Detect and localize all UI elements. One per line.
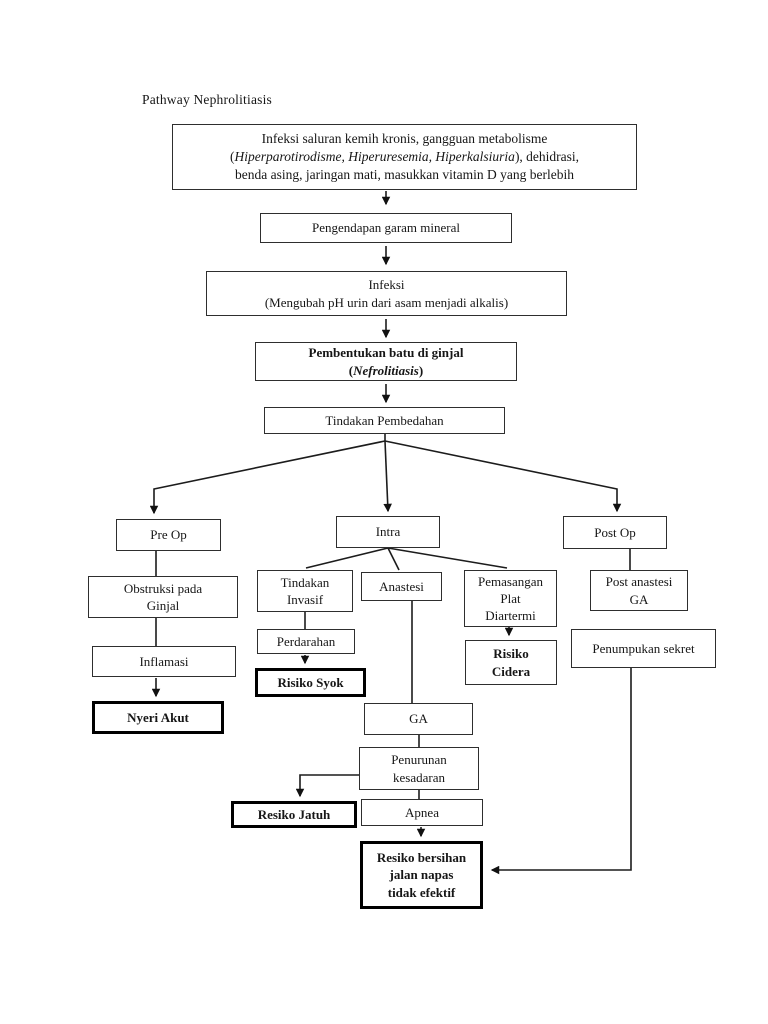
node-pengendapan-garam-mineral: Pengendapan garam mineral (260, 213, 512, 243)
connector-penurunan-jatuh (295, 774, 359, 798)
connector-intra-tindakan-invasif (305, 547, 389, 569)
node-label: Post anastesi (605, 574, 673, 590)
connector-sekret-bersihan (490, 668, 632, 875)
node-penurunan-kesadaran: Penurunan kesadaran (359, 747, 479, 790)
node-label: GA (409, 711, 428, 727)
node-tindakan-invasif: Tindakan Invasif (257, 570, 353, 612)
node-causes: Infeksi saluran kemih kronis, gangguan m… (172, 124, 637, 190)
node-penumpukan-sekret: Penumpukan sekret (571, 629, 716, 668)
page-title: Pathway Nephrolitiasis (142, 92, 273, 107)
node-obstruksi-pada-ginjal: Obstruksi pada Ginjal (88, 576, 238, 618)
node-label: Cidera (491, 663, 531, 679)
node-pemasangan-plat-diartermi: Pemasangan Plat Diartermi (464, 570, 557, 627)
node-risiko-cidera: Risiko Cidera (465, 640, 557, 685)
node-nyeri-akut: Nyeri Akut (92, 701, 224, 734)
node-label: kesadaran (393, 769, 445, 785)
node-label: Anastesi (379, 578, 424, 594)
node-sublabel: (Nefrolitiasis) (348, 362, 424, 378)
node-label: Penurunan (391, 752, 447, 768)
connector-intra-anastesi (387, 547, 400, 571)
node-label: Pemasangan (478, 573, 543, 589)
node-post-op: Post Op (563, 516, 667, 549)
node-anastesi: Anastesi (361, 572, 442, 601)
node-label: Tindakan (280, 574, 330, 590)
node-resiko-bersihan-jalan-napas: Resiko bersihan jalan napas tidak efekti… (360, 841, 483, 909)
node-label: Pre Op (150, 527, 187, 543)
node-pre-op: Pre Op (116, 519, 221, 551)
connector-tindakan-preop (149, 440, 386, 515)
node-label: Pembentukan batu di ginjal (308, 345, 464, 361)
node-label: Infeksi (368, 277, 405, 293)
node-label: Apnea (405, 804, 439, 820)
node-tindakan-pembedahan: Tindakan Pembedahan (264, 407, 505, 434)
node-label: jalan napas (389, 867, 454, 883)
connector-tindakan-intra (383, 440, 392, 513)
node-label: Resiko Jatuh (257, 806, 331, 822)
node-label: tidak efektif (387, 884, 456, 900)
node-resiko-jatuh: Resiko Jatuh (231, 801, 357, 828)
node-label: Risiko (493, 646, 529, 662)
node-sublabel: (Mengubah pH urin dari asam menjadi alka… (264, 294, 509, 310)
causes-line-2: (Hiperparotirodisme, Hiperuresemia, Hipe… (229, 149, 580, 165)
node-label: Intra (375, 524, 401, 540)
node-label: Perdarahan (276, 633, 336, 649)
connector-tindakan-postop (384, 440, 622, 513)
node-label: Tindakan Pembedahan (325, 412, 444, 428)
causes-italic-terms: Hiperparotirodisme, Hiperuresemia, Hiper… (234, 149, 515, 165)
node-inflamasi: Inflamasi (92, 646, 236, 677)
node-label: Risiko Syok (277, 674, 344, 690)
causes-line-3: benda asing, jaringan mati, masukkan vit… (235, 166, 574, 182)
node-post-anastesi-ga: Post anastesi GA (590, 570, 688, 611)
node-label: Penumpukan sekret (592, 640, 695, 656)
node-perdarahan: Perdarahan (257, 629, 355, 654)
node-label: GA (629, 591, 649, 607)
node-apnea: Apnea (361, 799, 483, 826)
connector-intra-pemasangan (387, 547, 508, 569)
node-label: Diartermi (485, 608, 536, 624)
node-label: Invasif (286, 592, 324, 607)
node-label: Plat (500, 590, 521, 606)
node-label: Inflamasi (139, 653, 189, 669)
node-label: Pengendapan garam mineral (312, 220, 460, 236)
causes-line-1: Infeksi saluran kemih kronis, gangguan m… (261, 131, 548, 147)
nefrolitiasis-italic: Nefrolitiasis (353, 362, 419, 378)
node-pembentukan-batu: Pembentukan batu di ginjal (Nefrolitiasi… (255, 342, 517, 381)
node-infeksi: Infeksi (Mengubah pH urin dari asam menj… (206, 271, 567, 316)
node-label: Post Op (594, 524, 636, 540)
node-ga: GA (364, 703, 473, 735)
node-label: Ginjal (146, 598, 180, 613)
node-intra: Intra (336, 516, 440, 548)
node-risiko-syok: Risiko Syok (255, 668, 366, 697)
node-label: Nyeri Akut (127, 709, 189, 725)
node-label: Resiko bersihan (376, 850, 467, 866)
node-label: Obstruksi pada (123, 580, 203, 596)
